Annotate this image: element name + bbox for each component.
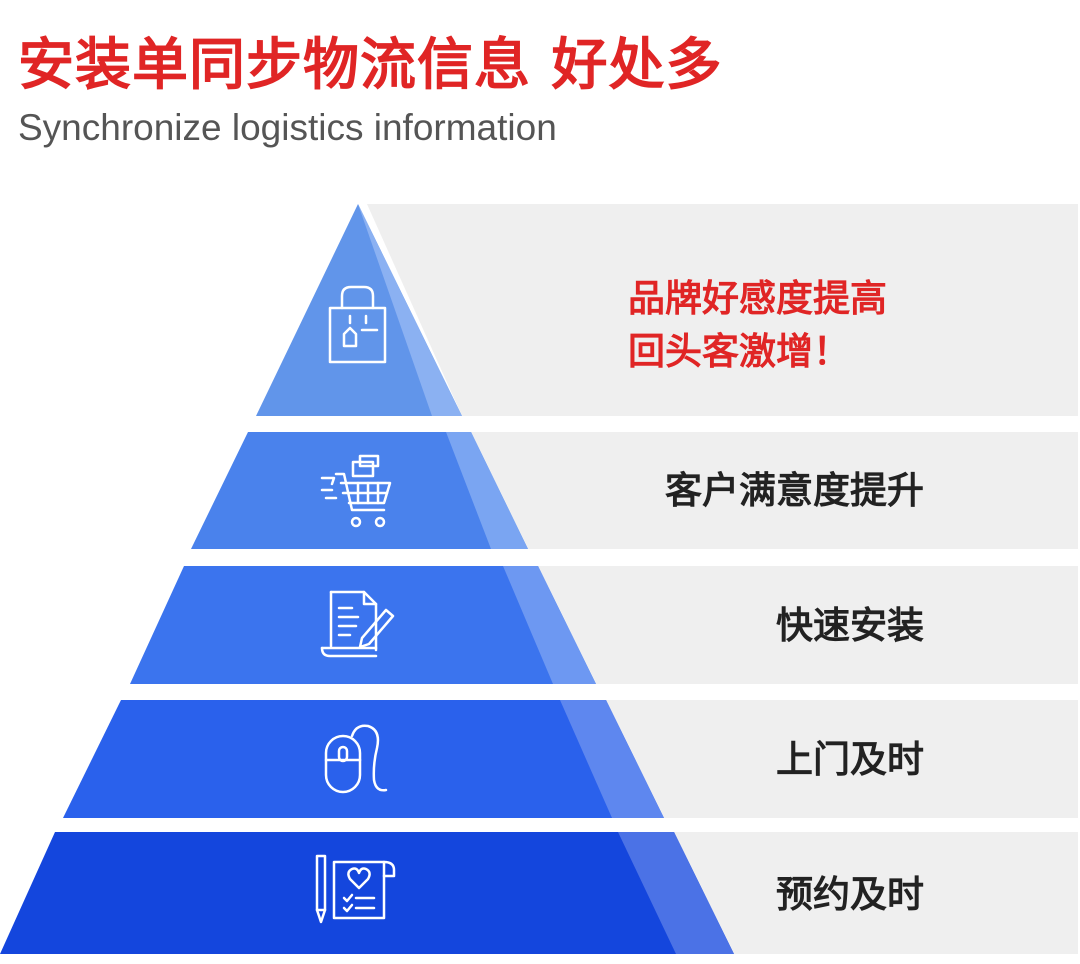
checklist-heart-icon xyxy=(315,854,396,924)
pyramid-level-5 xyxy=(0,832,734,954)
level-1-text-line-2: 回头客激增！ xyxy=(628,330,850,373)
page-subtitle: Synchronize logistics information xyxy=(18,107,557,148)
shopping-bag-icon xyxy=(328,285,387,364)
level-3-label: 快速安装 xyxy=(776,604,924,647)
pyramid-level-1 xyxy=(256,204,462,416)
level-2-label: 客户满意度提升 xyxy=(665,469,924,512)
computer-mouse-icon xyxy=(324,724,388,794)
band-level-4 xyxy=(606,700,1078,818)
level-1-text-line-1: 品牌好感度提高 xyxy=(628,277,887,320)
shopping-cart-icon xyxy=(320,454,392,528)
document-edit-icon xyxy=(320,590,395,658)
background-bands xyxy=(367,204,1078,954)
level-5-label: 预约及时 xyxy=(776,873,924,916)
pyramid-level-4 xyxy=(63,700,664,818)
page-title: 安装单同步物流信息 好处多 xyxy=(18,33,723,98)
pyramid-level-3 xyxy=(130,566,596,684)
pyramid-level-2 xyxy=(191,432,528,549)
level-4-label: 上门及时 xyxy=(776,738,924,781)
band-level-2 xyxy=(471,432,1078,549)
band-level-1 xyxy=(367,204,1078,416)
band-level-3 xyxy=(538,566,1078,684)
band-level-5 xyxy=(674,832,1078,954)
